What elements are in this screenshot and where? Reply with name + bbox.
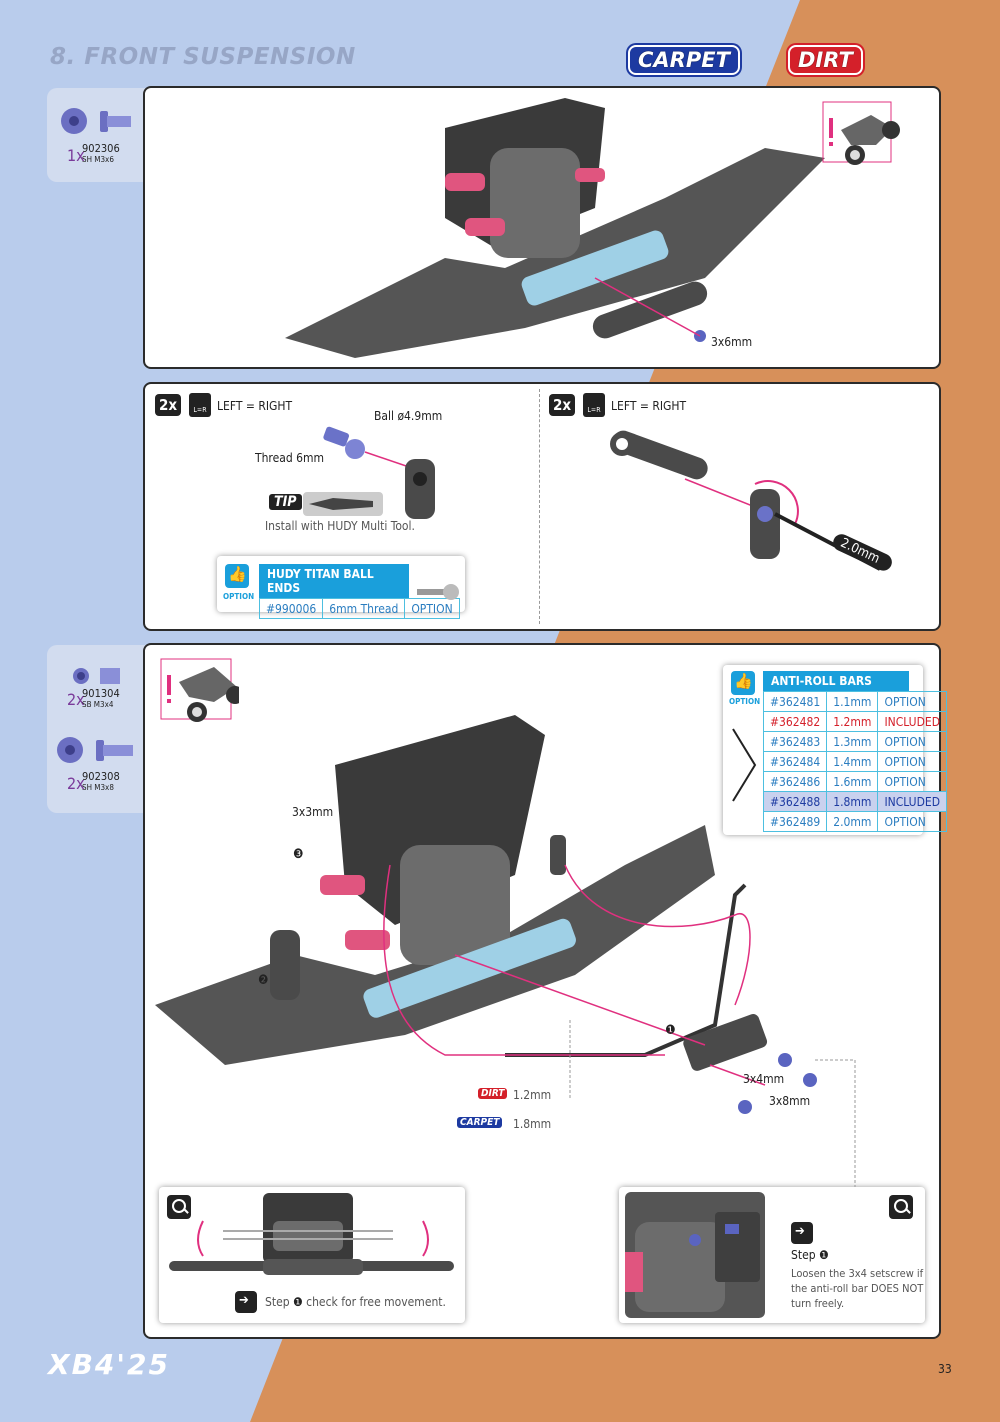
screw-3x3-label: 3x3mm	[292, 805, 334, 819]
tip-text: Install with HUDY Multi Tool.	[265, 519, 415, 533]
left-right-text: LEFT = RIGHT	[217, 399, 293, 413]
detail-box-free-movement: Step ❶ check for free movement.	[159, 1187, 465, 1323]
option-title: ANTI-ROLL BARS	[763, 671, 909, 691]
part-status: OPTION	[404, 598, 460, 619]
magnifier-icon	[167, 1195, 191, 1219]
model-logo: XB4'25	[48, 1348, 170, 1381]
option-table: #990006 6mm Thread OPTION	[258, 598, 460, 619]
hardware-code: 901304 SB M3x4	[82, 687, 120, 709]
qty-badge: 2x	[155, 394, 181, 416]
carpet-tag: CARPET	[628, 45, 740, 75]
setscrew-step: Step ❶	[791, 1248, 829, 1262]
left-right-text: LEFT = RIGHT	[611, 399, 687, 413]
detail-box-setscrew: Step ❶ Loosen the 3x4 setscrew if the an…	[619, 1187, 925, 1323]
hardware-qty: 2x	[67, 774, 85, 793]
step-1-marker: ❶	[665, 1023, 676, 1038]
part-number: #990006	[258, 598, 324, 619]
step-arrow-icon	[791, 1222, 813, 1244]
dirt-size-label: 1.2mm	[513, 1088, 552, 1102]
hardware-qty: 2x	[67, 690, 85, 709]
step-panel-1: 3x6mm	[143, 86, 941, 369]
hardware-qty: 1x	[67, 146, 85, 165]
divider	[539, 389, 540, 624]
free-movement-illustration	[169, 1193, 454, 1275]
setscrew-detail-illustration	[625, 1192, 765, 1318]
turnbuckle-illustration	[610, 430, 881, 571]
anti-roll-bar-illustration	[155, 715, 856, 1205]
screw-label: 3x6mm	[711, 335, 753, 349]
step-2-marker: ❷	[258, 973, 269, 988]
setscrew-text-line: Loosen the 3x4 setscrew if	[791, 1267, 924, 1280]
thread-label: Thread 6mm	[255, 451, 325, 465]
option-box-titan: OPTION HUDY TITAN BALL ENDS #990006 6mm …	[217, 556, 465, 619]
option-word: OPTION	[223, 592, 255, 601]
setscrew-text-line: the anti-roll bar DOES NOT	[791, 1282, 924, 1295]
thumbs-up-icon	[225, 564, 249, 588]
section-title: 8. FRONT SUSPENSION	[50, 44, 356, 70]
hardware-box-1	[47, 88, 147, 182]
page-number: 33	[938, 1362, 952, 1376]
thumbs-up-icon	[731, 671, 755, 695]
hardware-box-3	[47, 645, 147, 813]
table-row: #990006 6mm Thread OPTION	[258, 598, 460, 619]
dirt-tag: DIRT	[788, 45, 863, 75]
buggy-thumbnail-icon	[160, 658, 239, 722]
step-3-marker: ❸	[293, 847, 304, 862]
option-word: OPTION	[729, 697, 761, 706]
free-movement-text: Step ❶ check for free movement.	[265, 1295, 446, 1309]
ball-stud-icon	[417, 584, 459, 600]
bar-shape-icon	[732, 728, 757, 802]
multi-tool-icon	[303, 492, 383, 516]
screw-3x8-label: 3x8mm	[769, 1094, 811, 1108]
setscrew-text-line: turn freely.	[791, 1297, 845, 1310]
step-arrow-icon	[235, 1291, 257, 1313]
step-panel-2: 2x L=R LEFT = RIGHT Ball ø4.9mm Thread 6…	[143, 382, 941, 631]
front-suspension-illustration	[285, 98, 825, 358]
part-desc: 6mm Thread	[322, 598, 406, 619]
screw-icon	[61, 108, 131, 134]
magnifier-icon	[889, 1195, 913, 1219]
option-title: HUDY TITAN BALL ENDS	[259, 564, 409, 598]
setscrew-icon	[73, 668, 120, 684]
carpet-size-tag: CARPET	[457, 1117, 503, 1128]
hardware-code: 902308 SH M3x8	[82, 770, 120, 792]
dirt-size-tag: DIRT	[478, 1088, 508, 1099]
buggy-thumbnail-icon	[822, 101, 900, 165]
hardware-code: 902306 SH M3x6	[82, 142, 120, 164]
step-panel-3: 3x3mm ❸ ❷ ❶ 3x4mm 3x8mm DIRT 1.2mm CARPE…	[143, 643, 948, 1339]
ball-end-illustration	[323, 426, 435, 519]
carpet-size-label: 1.8mm	[513, 1117, 552, 1131]
ball-label: Ball ø4.9mm	[374, 409, 443, 423]
left-right-icon: L=R	[583, 393, 605, 417]
option-box-anti-roll: OPTION ANTI-ROLL BARS #3624811.1mmOPTION…	[723, 665, 948, 835]
left-right-icon: L=R	[189, 393, 211, 417]
screw-3x4-label: 3x4mm	[743, 1072, 785, 1086]
screw-icon	[57, 737, 133, 763]
qty-badge: 2x	[549, 394, 575, 416]
tip-badge: TIP	[269, 494, 302, 510]
